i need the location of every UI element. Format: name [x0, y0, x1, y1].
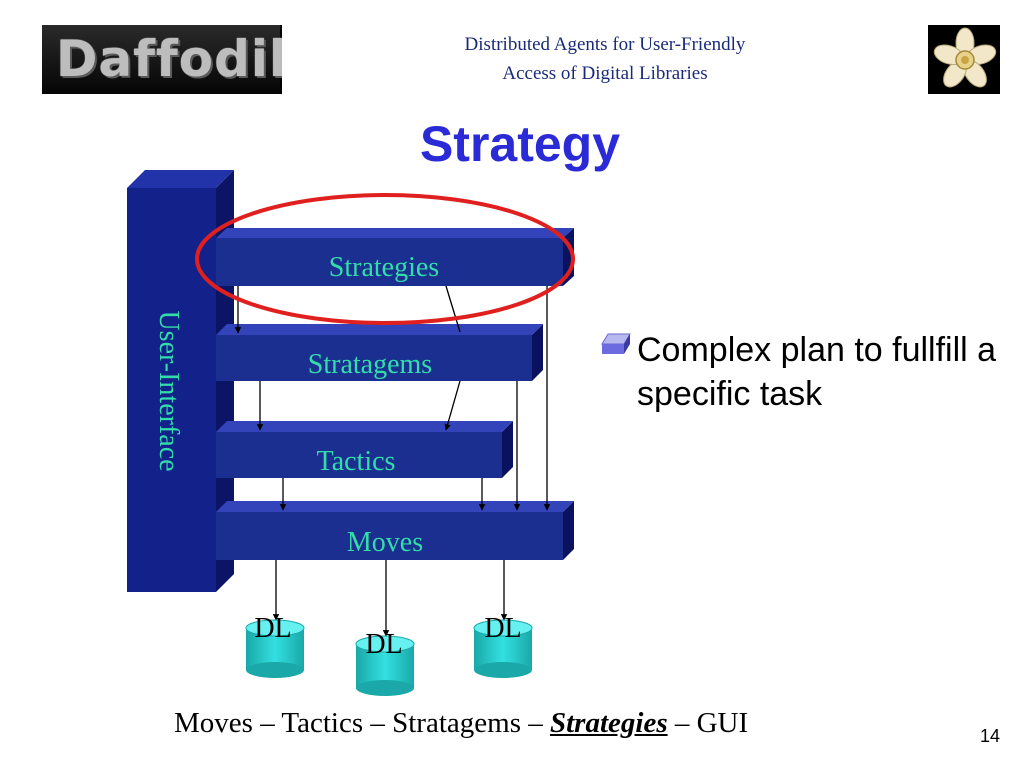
daffodil-flower-icon	[930, 25, 1000, 94]
user-interface-bar	[127, 170, 234, 592]
dl-label-2: DL	[365, 629, 402, 660]
slide-title: Strategy	[419, 116, 621, 172]
footer-prefix: Moves – Tactics – Stratagems –	[174, 707, 550, 739]
tagline-line-1: Distributed Agents for User-Friendly	[464, 34, 746, 55]
dl-label-3: DL	[484, 613, 521, 644]
tactics-label: Tactics	[317, 446, 396, 477]
user-interface-label: User-Interface	[153, 310, 184, 471]
strategies-layer	[216, 228, 574, 286]
footer-suffix: – GUI	[667, 707, 749, 739]
bullet-cube-icon	[600, 332, 634, 363]
footer-emphasis: Strategies	[549, 707, 668, 739]
moves-label: Moves	[347, 527, 423, 558]
stratagems-label: Stratagems	[308, 349, 432, 380]
dl-cylinder	[355, 635, 415, 696]
bullet-text: Complex plan to fullfill a specific task	[637, 331, 997, 413]
dl-cylinder	[245, 619, 305, 678]
logo-box	[42, 25, 280, 94]
logo-text: Daffodil	[56, 30, 288, 88]
moves-layer	[216, 501, 574, 560]
tactics-layer	[216, 421, 513, 478]
strategies-label: Strategies	[329, 252, 439, 283]
dl-cylinder	[473, 619, 533, 678]
dl-label-1: DL	[254, 613, 291, 644]
tagline-box	[282, 25, 928, 94]
strategies-highlight	[195, 193, 575, 325]
tagline-line-2: Access of Digital Libraries	[502, 63, 708, 84]
page-number: 14	[979, 726, 1000, 746]
layer-arrows	[234, 285, 551, 637]
stratagems-layer	[216, 324, 543, 381]
